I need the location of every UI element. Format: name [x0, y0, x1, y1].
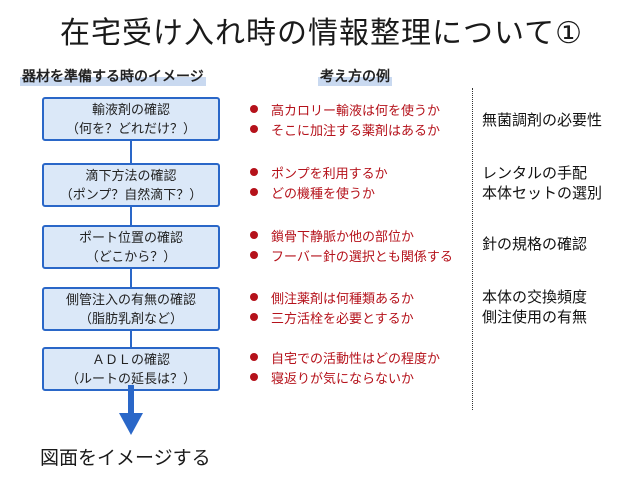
- note-text: 本体セットの選別: [482, 184, 603, 202]
- bullet-item: 高カロリー輸液は何を使うか: [250, 99, 440, 119]
- flow-step-drip-method: 滴下方法の確認 （ポンプ？自然滴下？）: [42, 163, 220, 207]
- bullet-dot-icon: [250, 313, 258, 321]
- bullet-dot-icon: [250, 231, 258, 239]
- flow-step-subtitle: （ポンプ？自然滴下？）: [59, 188, 203, 203]
- bullet-dot-icon: [250, 105, 258, 113]
- bullet-text: 三方活栓を必要とするか: [271, 311, 414, 327]
- note-text: 無菌調剤の必要性: [482, 111, 603, 129]
- bullet-group-side-injection: 側注薬剤は何種類あるか 三方活栓を必要とするか: [250, 287, 414, 327]
- note-text: 本体の交換頻度: [482, 288, 588, 306]
- flow-connector: [130, 140, 132, 164]
- bullet-group-adl: 自宅での活動性はどの程度か 寝返りが気にならないか: [250, 347, 440, 387]
- flow-connector: [130, 330, 132, 348]
- flow-step-adl: ＡＤＬの確認 （ルートの延長は？）: [42, 347, 220, 391]
- bullet-item: そこに加注する薬剤はあるか: [250, 119, 440, 139]
- bullet-dot-icon: [250, 373, 258, 381]
- flow-step-subtitle: （脂肪乳剤など）: [78, 312, 183, 327]
- left-column-header: 器材を準備する時のイメージ: [20, 66, 206, 86]
- note-text: 側注使用の有無: [482, 308, 588, 326]
- bullet-item: 寝返りが気にならないか: [250, 367, 440, 387]
- bullet-group-port-position: 鎖骨下静脈か他の部位か フーバー針の選択とも関係する: [250, 225, 453, 265]
- dotted-divider: [472, 88, 473, 410]
- bullet-text: そこに加注する薬剤はあるか: [271, 123, 441, 139]
- bullet-text: ポンプを利用するか: [271, 166, 388, 182]
- flow-step-infusion: 輸液剤の確認 （何を？どれだけ？）: [42, 97, 220, 141]
- flow-step-title: 滴下方法の確認: [85, 169, 177, 184]
- bullet-item: ポンプを利用するか: [250, 162, 388, 182]
- flow-step-title: 側管注入の有無の確認: [65, 293, 196, 308]
- right-column-header: 考え方の例: [318, 66, 392, 86]
- flow-step-side-injection: 側管注入の有無の確認 （脂肪乳剤など）: [42, 287, 220, 331]
- page-title: 在宅受け入れ時の情報整理について①: [60, 16, 583, 51]
- flow-step-title: ＡＤＬの確認: [91, 353, 170, 368]
- note-text: レンタルの手配: [482, 164, 588, 182]
- flow-step-port-position: ポート位置の確認 （どこから？）: [42, 225, 220, 269]
- note-needle: 針の規格の確認: [482, 234, 587, 254]
- bullet-group-drip-method: ポンプを利用するか どの機種を使うか: [250, 162, 388, 202]
- note-rental: レンタルの手配 本体セットの選別: [482, 163, 602, 203]
- flow-step-title: ポート位置の確認: [78, 231, 183, 246]
- bullet-text: フーバー針の選択とも関係する: [271, 249, 453, 265]
- bullet-item: 鎖骨下静脈か他の部位か: [250, 225, 453, 245]
- bullet-text: どの機種を使うか: [271, 186, 376, 202]
- down-arrow-icon: [119, 413, 143, 435]
- bullet-dot-icon: [250, 293, 258, 301]
- bullet-text: 鎖骨下静脈か他の部位か: [271, 229, 415, 245]
- footer-caption: 図面をイメージする: [40, 447, 211, 469]
- bullet-text: 高カロリー輸液は何を使うか: [271, 103, 441, 119]
- note-aseptic: 無菌調剤の必要性: [482, 110, 602, 130]
- bullet-dot-icon: [250, 251, 258, 259]
- flow-connector: [130, 268, 132, 288]
- bullet-item: 側注薬剤は何種類あるか: [250, 287, 414, 307]
- bullet-dot-icon: [250, 188, 258, 196]
- flow-step-subtitle: （ルートの延長は？）: [65, 372, 196, 387]
- bullet-item: 自宅での活動性はどの程度か: [250, 347, 440, 367]
- bullet-text: 自宅での活動性はどの程度か: [271, 351, 441, 367]
- bullet-dot-icon: [250, 353, 258, 361]
- down-arrow-shaft: [128, 385, 134, 415]
- bullet-text: 寝返りが気にならないか: [271, 371, 415, 387]
- bullet-item: 三方活栓を必要とするか: [250, 307, 414, 327]
- flow-step-subtitle: （何を？どれだけ？）: [65, 122, 196, 137]
- note-exchange: 本体の交換頻度 側注使用の有無: [482, 287, 587, 327]
- bullet-dot-icon: [250, 168, 258, 176]
- flow-step-subtitle: （どこから？）: [85, 250, 177, 265]
- bullet-item: フーバー針の選択とも関係する: [250, 245, 453, 265]
- bullet-dot-icon: [250, 125, 258, 133]
- bullet-item: どの機種を使うか: [250, 182, 388, 202]
- flow-connector: [130, 206, 132, 226]
- flow-step-title: 輸液剤の確認: [91, 103, 170, 118]
- note-text: 針の規格の確認: [482, 235, 588, 253]
- bullet-group-infusion: 高カロリー輸液は何を使うか そこに加注する薬剤はあるか: [250, 99, 440, 139]
- bullet-text: 側注薬剤は何種類あるか: [271, 291, 415, 307]
